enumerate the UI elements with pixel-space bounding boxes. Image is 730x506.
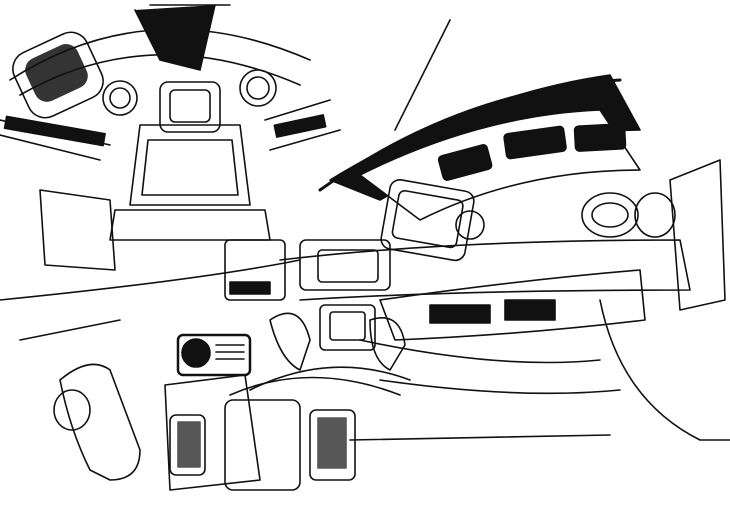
label-panel (176, 333, 252, 377)
control-stick (53, 363, 141, 481)
front-cockpit (224, 74, 730, 441)
divider-line (394, 19, 451, 131)
pilot-seat-base (164, 374, 611, 491)
rear-cockpit (0, 4, 341, 341)
